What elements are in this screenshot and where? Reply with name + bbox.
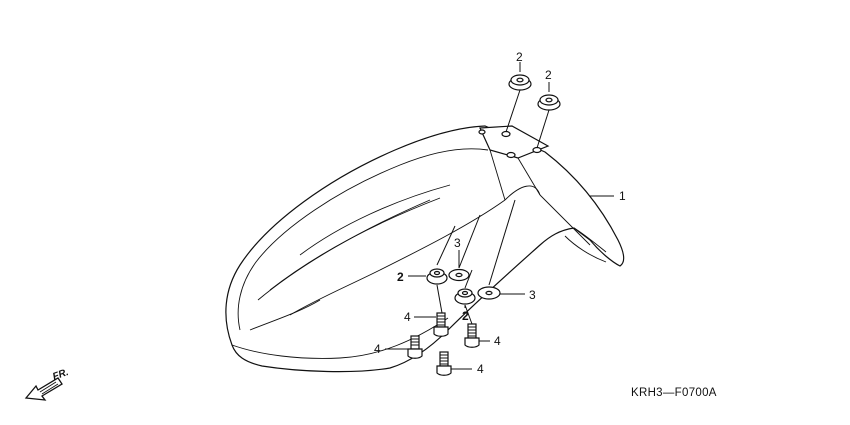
- washer-right: [477, 286, 501, 300]
- callout-4a: 4: [404, 310, 411, 324]
- callout-1: 1: [619, 189, 626, 203]
- callout-2c: 2: [397, 270, 404, 284]
- leader-line: [505, 89, 521, 133]
- bolt-3: [407, 335, 423, 359]
- callout-4d: 4: [477, 362, 484, 376]
- grommet-top-left: [508, 74, 532, 91]
- callout-3a: 3: [454, 236, 461, 250]
- diagram-code: KRH3—F0700A: [631, 387, 717, 399]
- callout-2d: 2: [462, 309, 469, 323]
- callout-4b: 4: [374, 342, 381, 356]
- washer-left: [448, 268, 470, 282]
- bolt-2: [464, 304, 480, 348]
- direction-label: FR.: [51, 367, 70, 383]
- front-direction-arrow-icon: [24, 377, 63, 401]
- callout-2b: 2: [545, 68, 552, 82]
- front-fender: [225, 125, 625, 373]
- grommet-top-right: [537, 94, 561, 111]
- grommet-lower-center: [454, 288, 476, 305]
- callout-4c: 4: [494, 334, 501, 348]
- callout-2a: 2: [516, 50, 523, 64]
- grommet-lower-left: [426, 268, 448, 285]
- leader-line: [458, 214, 481, 269]
- leader-line: [488, 199, 516, 286]
- callout-3b: 3: [529, 288, 536, 302]
- leader-line: [464, 269, 473, 289]
- bolt-1: [433, 284, 449, 337]
- bolt-4: [436, 351, 452, 376]
- leader-line: [536, 109, 550, 149]
- leader-line: [436, 225, 456, 266]
